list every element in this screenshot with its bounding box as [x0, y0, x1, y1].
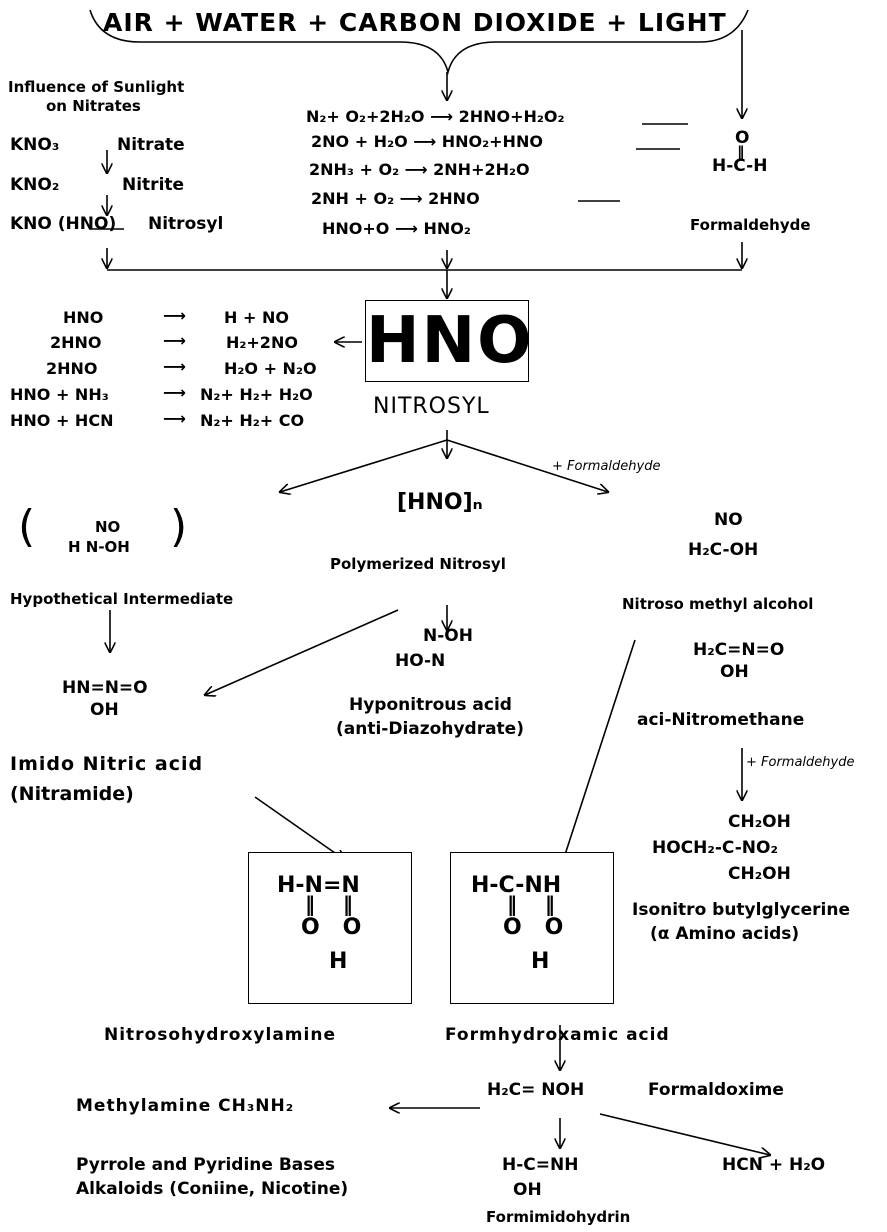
formaldehyde-o: O — [735, 128, 750, 148]
hypothetical-label: Hypothetical Intermediate — [10, 590, 234, 608]
hypothetical-structure: H N-OH — [68, 538, 130, 556]
reaction-top-3: 2NH₃ + O₂ ⟶ 2NH+2H₂O — [309, 160, 530, 179]
formhydroxamic-label: Formhydroxamic acid — [445, 1025, 670, 1045]
nitrosohydroxylamine-box: H-N=N ‖ ‖ O O H — [248, 852, 412, 1004]
arrow-glyph: ⟶ — [163, 331, 186, 350]
nitrosyl-label: NITROSYL — [373, 394, 490, 419]
formhydroxamic-box: H-C-NH ‖ ‖ O O H — [450, 852, 614, 1004]
formaldoxime-label: Formaldoxime — [648, 1080, 784, 1100]
hno-reaction-2-left: 2HNO — [50, 333, 102, 352]
polymerized-label: Polymerized Nitrosyl — [330, 555, 506, 573]
box-left-bonds: ‖ ‖ — [305, 892, 353, 916]
nitrosyl-name: Nitrosyl — [148, 214, 224, 234]
box-left-top: H-N=N — [277, 873, 360, 898]
arrow-glyph: ⟶ — [163, 306, 186, 325]
hno-reaction-5-right: N₂+ H₂+ CO — [200, 411, 305, 430]
box-right-top: H-C-NH — [471, 873, 562, 898]
arrow-glyph: ⟶ — [163, 409, 186, 428]
arrow-glyph: ⟶ — [163, 383, 186, 402]
formimido-label: Formimidohydrin — [486, 1208, 631, 1226]
imido-oh: OH — [90, 700, 119, 720]
sunlight-heading: Influence of Sunlight — [8, 78, 185, 96]
right-paren: ) — [170, 501, 188, 552]
hno-reaction-4-right: N₂+ H₂+ H₂O — [200, 385, 313, 404]
reaction-top-2: 2NO + H₂O ⟶ HNO₂+HNO — [311, 132, 543, 151]
hyponitrous-line2: HO-N — [395, 651, 446, 671]
nitrite-name: Nitrite — [122, 175, 185, 195]
formaldehyde-structure: H-C-H — [712, 156, 768, 176]
hno-reaction-3-right: H₂O + N₂O — [224, 359, 317, 378]
imido-label: Imido Nitric acid — [10, 753, 204, 775]
nitrosyl-formula: KNO (HNO) — [10, 214, 117, 234]
amino-acids-label: (α Amino acids) — [650, 924, 800, 944]
hypothetical-no: NO — [95, 518, 121, 536]
alkaloids-label: Alkaloids (Coniine, Nicotine) — [76, 1179, 349, 1199]
nitroso-methyl-structure: H₂C-OH — [688, 540, 759, 560]
box-left-mid: O O — [301, 915, 362, 940]
hno-reaction-4-left: HNO + NH₃ — [10, 385, 109, 404]
reaction-top-1: N₂+ O₂+2H₂O ⟶ 2HNO+H₂O₂ — [306, 107, 565, 126]
nitramide-label: (Nitramide) — [10, 783, 134, 805]
hyponitrous-sublabel: (anti-Diazohydrate) — [336, 719, 524, 739]
formaldehyde-label: Formaldehyde — [690, 216, 811, 234]
polymerized-formula: [HNO]ₙ — [397, 490, 483, 515]
reaction-top-4: 2NH + O₂ ⟶ 2HNO — [311, 189, 480, 208]
hno-box: HNO — [365, 300, 532, 382]
hno-reaction-1-right: H + NO — [224, 308, 289, 327]
hno-reaction-2-right: H₂+2NO — [226, 333, 298, 352]
plus-formaldehyde-2: + Formaldehyde — [746, 755, 855, 770]
box-right-bonds: ‖ ‖ — [507, 892, 555, 916]
formaldoxime-formula: H₂C= NOH — [487, 1080, 585, 1100]
isonitro-label: Isonitro butylglycerine — [632, 900, 850, 920]
isonitro-structure: HOCH₂-C-NO₂ — [652, 838, 778, 858]
hyponitrous-label: Hyponitrous acid — [349, 695, 512, 715]
title: AIR + WATER + CARBON DIOXIDE + LIGHT — [103, 8, 727, 37]
hno-reaction-1-left: HNO — [63, 308, 104, 327]
formaldehyde-bond: ‖ — [737, 143, 745, 161]
aci-structure: H₂C=N=O — [693, 640, 785, 660]
imido-structure: HN=N=O — [62, 678, 148, 698]
box-left-bot: H — [329, 949, 348, 974]
hcn-water: HCN + H₂O — [722, 1155, 826, 1175]
reaction-top-5: HNO+O ⟶ HNO₂ — [322, 219, 471, 238]
box-right-mid: O O — [503, 915, 564, 940]
formimido-structure: H-C=NH — [502, 1155, 579, 1175]
nitrate-formula: KNO₃ — [10, 135, 60, 155]
hno-reaction-5-left: HNO + HCN — [10, 411, 114, 430]
nitrite-formula: KNO₂ — [10, 175, 60, 195]
left-paren: ( — [18, 501, 36, 552]
nitrosohydroxylamine-label: Nitrosohydroxylamine — [104, 1025, 336, 1045]
isonitro-ch2oh-top: CH₂OH — [728, 812, 791, 832]
methylamine-label: Methylamine CH₃NH₂ — [76, 1096, 295, 1116]
hyponitrous-line1: N-OH — [423, 626, 473, 646]
hno-reaction-3-left: 2HNO — [46, 359, 98, 378]
plus-formaldehyde-1: + Formaldehyde — [552, 459, 661, 474]
nitrate-name: Nitrate — [117, 135, 185, 155]
arrow-glyph: ⟶ — [163, 357, 186, 376]
aci-label: aci-Nitromethane — [637, 710, 805, 730]
nitroso-methyl-no: NO — [714, 510, 743, 530]
formimido-oh: OH — [513, 1180, 542, 1200]
sunlight-subheading: on Nitrates — [46, 97, 141, 115]
box-right-bot: H — [531, 949, 550, 974]
pyrrole-bases-label: Pyrrole and Pyridine Bases — [76, 1155, 336, 1175]
aci-oh: OH — [720, 662, 749, 682]
nitroso-methyl-label: Nitroso methyl alcohol — [622, 595, 814, 613]
isonitro-ch2oh-bottom: CH₂OH — [728, 864, 791, 884]
